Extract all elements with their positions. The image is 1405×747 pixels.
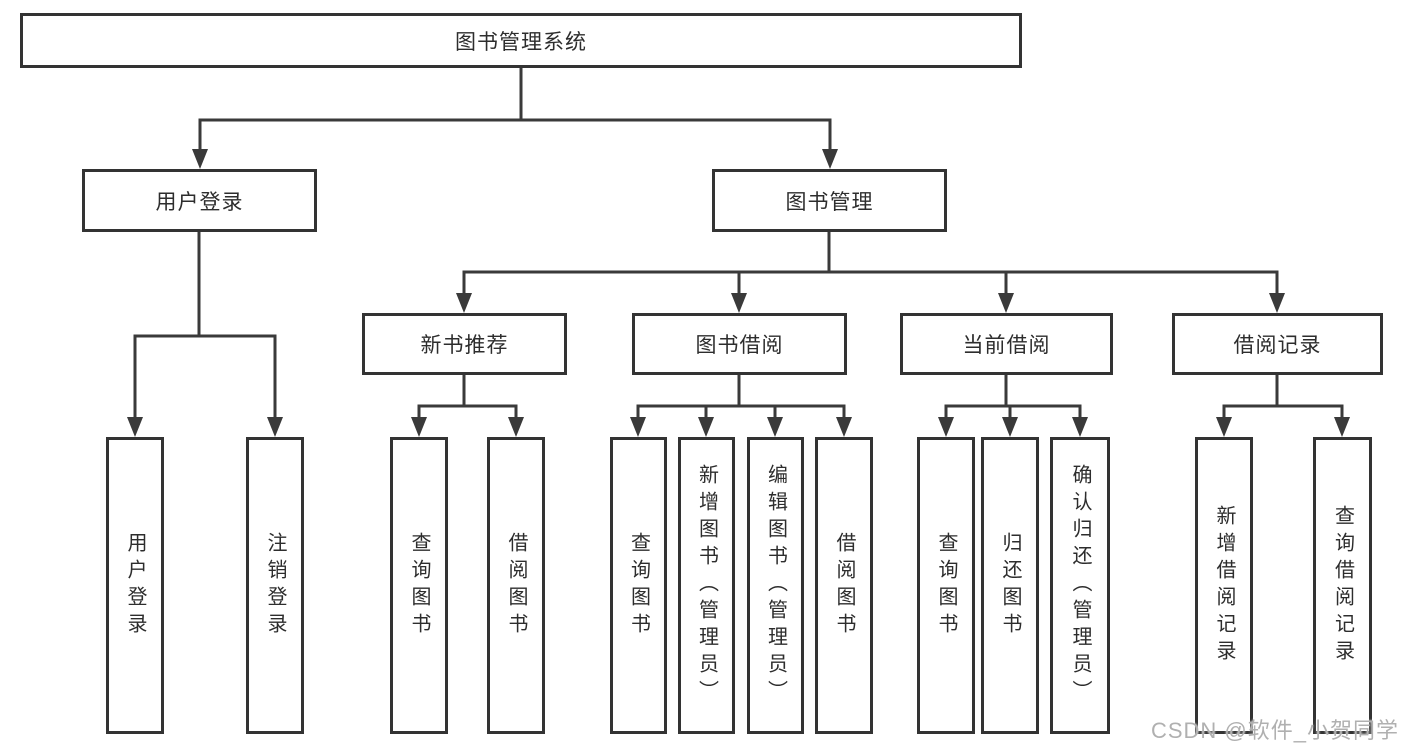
node-label: 查询图书 bbox=[627, 531, 650, 640]
leaf-edit-books-admin: 编辑图书（管理员） bbox=[747, 437, 804, 734]
leaf-query-books-borrowing: 查询图书 bbox=[610, 437, 667, 734]
arrowhead-icon bbox=[1002, 417, 1018, 437]
arrowhead-icon bbox=[127, 417, 143, 437]
leaf-query-borrow-record: 查询借阅记录 bbox=[1313, 437, 1372, 734]
arrowhead-icon bbox=[1072, 417, 1088, 437]
node-label: 用户登录 bbox=[124, 531, 146, 640]
arrowhead-icon bbox=[508, 417, 524, 437]
arrowhead-icon bbox=[1269, 293, 1285, 313]
leaf-confirm-return-admin: 确认归还（管理员） bbox=[1050, 437, 1110, 734]
node-current-borrowing: 当前借阅 bbox=[900, 313, 1113, 375]
node-label: 确认归还（管理员） bbox=[1069, 464, 1091, 707]
node-label: 归还图书 bbox=[999, 531, 1021, 640]
node-label: 图书借阅 bbox=[695, 334, 784, 357]
node-label: 新增借阅记录 bbox=[1213, 504, 1235, 667]
node-label: 用户登录 bbox=[155, 190, 244, 214]
node-book-management: 图书管理 bbox=[712, 169, 947, 232]
leaf-borrow-books: 借阅图书 bbox=[815, 437, 873, 734]
arrowhead-icon bbox=[456, 293, 472, 313]
node-label: 借阅图书 bbox=[505, 531, 527, 640]
node-label: 编辑图书（管理员） bbox=[764, 464, 787, 707]
leaf-add-borrow-record: 新增借阅记录 bbox=[1195, 437, 1253, 734]
leaf-query-books-recommend: 查询图书 bbox=[390, 437, 448, 734]
leaf-query-books-current: 查询图书 bbox=[917, 437, 975, 734]
arrowhead-icon bbox=[731, 293, 747, 313]
node-borrowing-records: 借阅记录 bbox=[1172, 313, 1383, 375]
arrowhead-icon bbox=[630, 417, 646, 437]
arrowhead-icon bbox=[998, 293, 1014, 313]
arrowhead-icon bbox=[1216, 417, 1232, 437]
arrowhead-icon bbox=[767, 417, 783, 437]
arrowhead-icon bbox=[822, 149, 838, 169]
node-user-login: 用户登录 bbox=[82, 169, 317, 232]
node-label: 查询图书 bbox=[935, 531, 957, 640]
arrowhead-icon bbox=[938, 417, 954, 437]
leaf-logout: 注销登录 bbox=[246, 437, 304, 734]
node-book-borrowing: 图书借阅 bbox=[632, 313, 847, 375]
arrowhead-icon bbox=[1334, 417, 1350, 437]
node-label: 查询借阅记录 bbox=[1331, 504, 1354, 667]
leaf-borrow-books-recommend: 借阅图书 bbox=[487, 437, 545, 734]
leaf-user-login: 用户登录 bbox=[106, 437, 164, 734]
node-library-system: 图书管理系统 bbox=[20, 13, 1022, 68]
arrowhead-icon bbox=[836, 417, 852, 437]
arrowhead-icon bbox=[267, 417, 283, 437]
node-label: 借阅图书 bbox=[833, 531, 855, 640]
watermark: CSDN @软件_小贺同学 bbox=[1150, 718, 1399, 743]
leaf-add-books-admin: 新增图书（管理员） bbox=[678, 437, 735, 734]
node-label: 借阅记录 bbox=[1233, 334, 1322, 357]
node-label: 图书管理 bbox=[785, 190, 874, 214]
arrowhead-icon bbox=[411, 417, 427, 437]
node-new-book-recommendation: 新书推荐 bbox=[362, 313, 567, 375]
node-label: 注销登录 bbox=[264, 531, 286, 640]
node-label: 图书管理系统 bbox=[455, 30, 587, 54]
node-label: 新书推荐 bbox=[420, 334, 509, 357]
node-label: 新增图书（管理员） bbox=[695, 464, 718, 707]
arrowhead-icon bbox=[698, 417, 714, 437]
leaf-return-books: 归还图书 bbox=[981, 437, 1039, 734]
arrowhead-icon bbox=[192, 149, 208, 169]
node-label: 当前借阅 bbox=[962, 334, 1051, 357]
node-label: 查询图书 bbox=[408, 531, 430, 640]
